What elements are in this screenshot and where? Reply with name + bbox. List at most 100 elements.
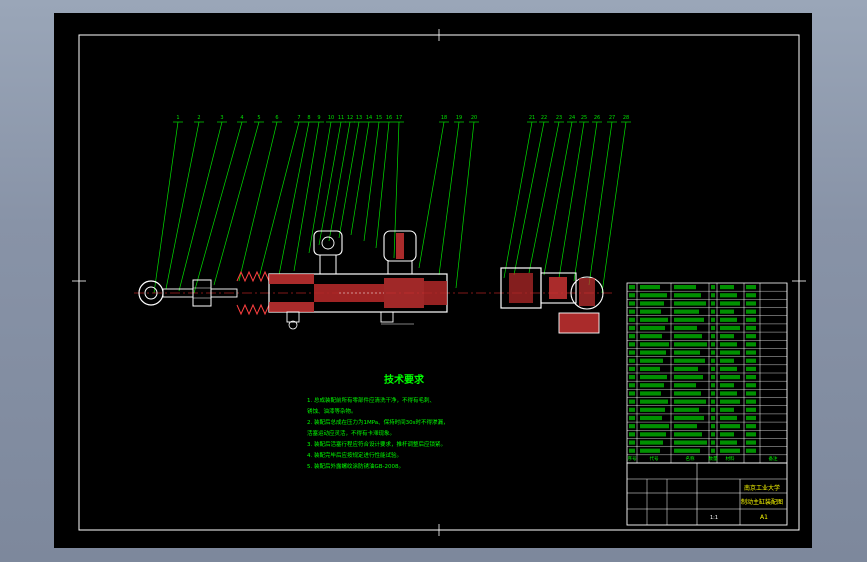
balloon-number: 3 bbox=[220, 115, 223, 121]
table-cell-text bbox=[711, 432, 715, 437]
table-cell-text bbox=[711, 391, 715, 396]
table-cell-text bbox=[746, 407, 756, 412]
table-cell-text bbox=[720, 285, 734, 290]
body-hatch-b bbox=[269, 302, 314, 312]
balloon-number: 6 bbox=[275, 115, 278, 121]
leader-lines bbox=[153, 121, 631, 294]
table-cell-text bbox=[720, 334, 734, 339]
table-cell-text bbox=[746, 309, 756, 314]
leader-line bbox=[363, 121, 380, 242]
balloon-number: 27 bbox=[609, 115, 615, 121]
table-cell-text bbox=[640, 309, 661, 314]
leader-line bbox=[350, 121, 370, 236]
table-cell-text bbox=[629, 342, 635, 347]
table-cell-text bbox=[711, 325, 715, 331]
table-cell-text bbox=[711, 285, 715, 290]
table-cell-text bbox=[629, 448, 635, 453]
balloon-number: 15 bbox=[376, 115, 382, 121]
table-cell-text bbox=[711, 309, 715, 314]
table-cell-text bbox=[629, 375, 635, 380]
title-drawing-name: 制动主缸装配图 bbox=[741, 498, 783, 506]
piston bbox=[384, 278, 424, 308]
leader-line bbox=[328, 121, 351, 242]
table-cell-text bbox=[674, 432, 702, 437]
inlet-fitting-1 bbox=[313, 230, 343, 256]
table-cell-text bbox=[640, 375, 667, 380]
balloon-number: 22 bbox=[541, 115, 547, 121]
table-cell-text bbox=[640, 391, 661, 396]
table-cell-text bbox=[674, 366, 698, 371]
leader-line bbox=[193, 121, 243, 294]
table-cell-text bbox=[720, 301, 740, 306]
title-scale: 1:1 bbox=[710, 515, 718, 521]
leader-line bbox=[418, 121, 445, 269]
balloon-number: 23 bbox=[556, 115, 562, 121]
table-cell-text bbox=[720, 448, 740, 453]
balloon-number: 10 bbox=[328, 115, 334, 121]
table-cell-text bbox=[746, 325, 756, 331]
table-cell-text bbox=[674, 334, 702, 339]
table-cell-text bbox=[746, 432, 756, 437]
table-cell-text bbox=[640, 334, 662, 339]
table-cell-text bbox=[720, 375, 740, 380]
table-cell-text bbox=[674, 317, 704, 322]
balloon-number: 11 bbox=[338, 115, 344, 121]
leader-line bbox=[573, 121, 598, 282]
table-cell-text bbox=[720, 424, 740, 429]
table-cell-text bbox=[711, 440, 715, 445]
table-cell-text bbox=[720, 358, 734, 363]
table-cell-text bbox=[711, 399, 715, 404]
table-cell-text bbox=[720, 309, 734, 314]
table-cell-text bbox=[674, 383, 696, 388]
balloon-number: 12 bbox=[347, 115, 353, 121]
note-line: 锈蚀、油漆等杂物。 bbox=[307, 407, 357, 415]
title-school: 南京工业大学 bbox=[744, 484, 780, 492]
table-cell-text bbox=[746, 366, 756, 371]
leader-line bbox=[153, 121, 179, 294]
parts-list: 序号代号名称数量材料备注 bbox=[626, 282, 788, 464]
elbow-fitting-assembly bbox=[500, 267, 604, 334]
table-cell-text bbox=[746, 301, 756, 306]
table-cell-text bbox=[629, 366, 635, 371]
leader-line bbox=[528, 121, 560, 274]
table-cell-text bbox=[640, 440, 663, 445]
table-cell-text bbox=[629, 407, 635, 412]
table-cell-text bbox=[640, 399, 668, 404]
table-cell-text bbox=[746, 415, 756, 421]
table-cell-text bbox=[720, 440, 737, 445]
table-cell-text bbox=[674, 285, 696, 290]
table-cell-text bbox=[640, 342, 669, 347]
table-cell-text bbox=[674, 375, 703, 380]
balloon-number: 13 bbox=[356, 115, 362, 121]
table-cell-text bbox=[674, 350, 700, 355]
table-cell-text bbox=[640, 301, 664, 306]
table-cell-text bbox=[746, 448, 756, 453]
table-cell-text bbox=[746, 293, 756, 298]
table-cell-text bbox=[674, 325, 697, 331]
table-cell-text bbox=[640, 432, 666, 437]
table-cell-text bbox=[629, 301, 635, 306]
body-hatch-a bbox=[269, 274, 314, 284]
table-header-cell: 数量 bbox=[709, 455, 718, 462]
table-cell-text bbox=[711, 448, 715, 453]
table-cell-text bbox=[629, 325, 635, 331]
balloon-number: 17 bbox=[396, 115, 402, 121]
table-cell-text bbox=[674, 391, 701, 396]
table-cell-text bbox=[674, 309, 699, 314]
table-cell-text bbox=[720, 399, 740, 404]
table-cell-text bbox=[746, 334, 756, 339]
table-cell-text bbox=[674, 358, 705, 363]
table-header-cell: 序号 bbox=[628, 455, 637, 462]
table-cell-text bbox=[711, 424, 715, 429]
table-cell-text bbox=[640, 415, 662, 421]
table-cell-text bbox=[629, 424, 635, 429]
table-cell-text bbox=[629, 391, 635, 396]
mount-lug-2 bbox=[380, 311, 394, 323]
leader-line bbox=[601, 121, 627, 294]
balloon-number: 21 bbox=[529, 115, 535, 121]
table-cell-text bbox=[674, 424, 697, 429]
banjo-bolt bbox=[570, 276, 604, 310]
table-cell-text bbox=[629, 383, 635, 388]
